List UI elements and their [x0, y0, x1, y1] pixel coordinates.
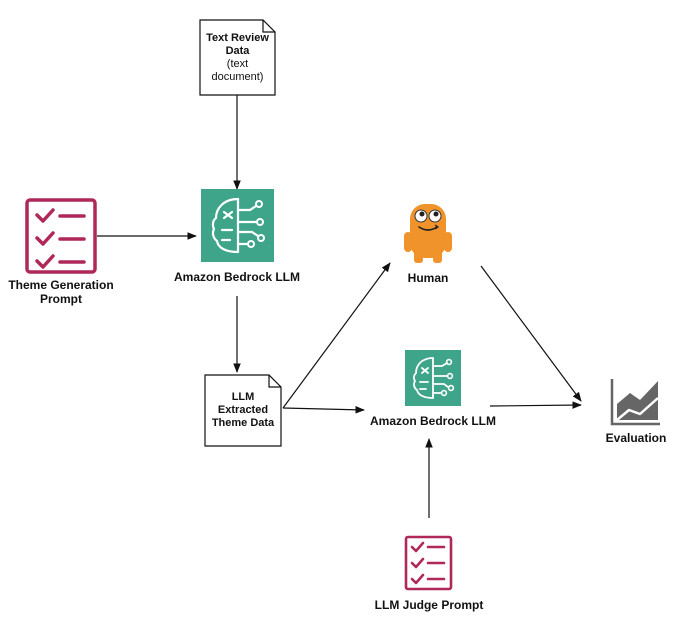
theme-prompt-label-line2: Prompt	[40, 292, 82, 306]
text-review-doc-text: Text Review Data (text document)	[200, 32, 275, 84]
extracted-line3: Theme Data	[211, 417, 275, 429]
extracted-line1: LLM	[231, 391, 255, 403]
arrow-extracted-to-judge	[282, 405, 365, 414]
bedrock-judge-icon	[405, 350, 461, 406]
text-review-document	[199, 19, 276, 96]
theme-prompt-checklist-icon	[25, 198, 97, 274]
arrow-judge-to-evaluation	[489, 401, 582, 409]
human-label: Human	[407, 271, 449, 285]
theme-prompt-label: Theme Generation Prompt	[6, 278, 116, 306]
arrow-extracted-to-human	[282, 262, 391, 409]
bedrock-main-icon	[201, 189, 274, 262]
connectors	[97, 95, 582, 518]
extracted-line2: Extracted	[217, 404, 269, 416]
evaluation-area-chart-icon	[610, 379, 660, 426]
text-review-sub-line1: (text	[226, 58, 249, 70]
bedrock-main-label: Amazon Bedrock LLM	[173, 270, 300, 284]
theme-prompt-label-line1: Theme Generation	[8, 278, 114, 292]
evaluation-label: Evaluation	[605, 431, 667, 445]
extracted-theme-document	[204, 374, 282, 447]
judge-prompt-label: LLM Judge Prompt	[374, 598, 484, 612]
text-review-title-line1: Text Review	[206, 32, 269, 44]
extracted-doc-text: LLM Extracted Theme Data	[205, 391, 281, 430]
human-robot-icon	[404, 204, 452, 263]
judge-prompt-checklist-icon	[404, 535, 453, 591]
bedrock-judge-label: Amazon Bedrock LLM	[369, 414, 496, 428]
text-review-title-line2: Data	[225, 45, 250, 57]
text-review-sub-line2: document)	[211, 71, 264, 83]
arrow-human-to-evaluation	[480, 265, 582, 402]
